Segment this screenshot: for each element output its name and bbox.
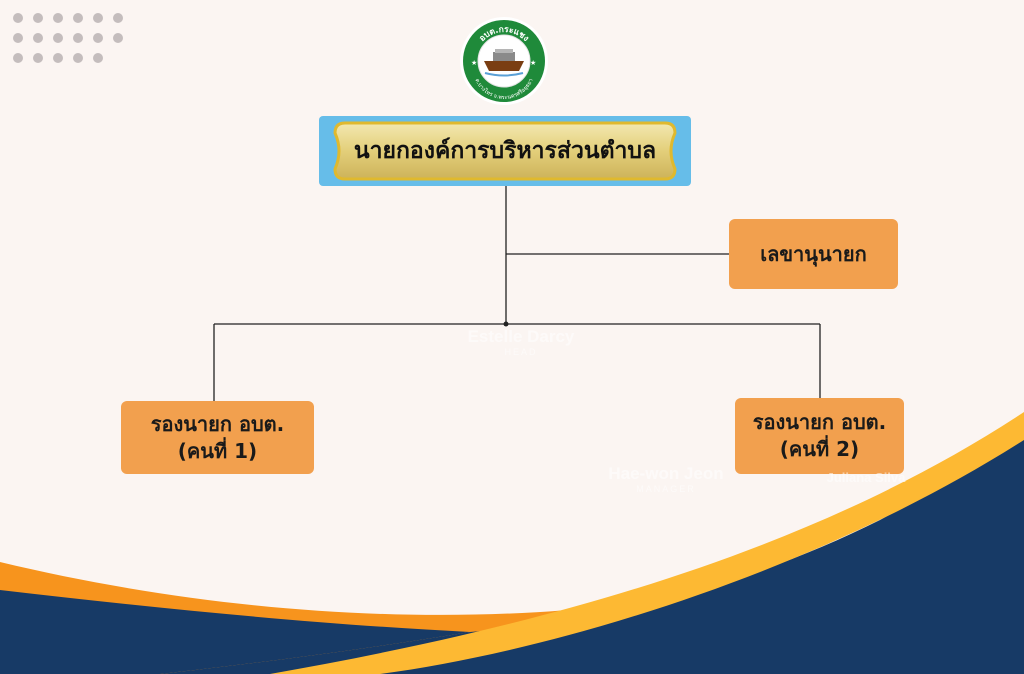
deputy-1-node: รองนายก อบต. (คนที่ 1) <box>121 401 314 474</box>
boat-icon <box>484 49 524 77</box>
watermark-text: Juliana Silva <box>826 470 906 485</box>
navy-wave-left <box>0 590 470 674</box>
dot-grid-decoration <box>13 13 123 63</box>
watermark-name: Hae-won Jeon <box>608 464 724 483</box>
navy-wave-right <box>160 436 1024 674</box>
gold-plaque-frame <box>333 121 677 181</box>
watermark-text: Estelle Darcy HEAD <box>462 327 580 357</box>
deputy-2-node: รองนายก อบต. (คนที่ 2) <box>735 398 904 474</box>
junction-dot <box>503 321 509 327</box>
deputy-1-number: (คนที่ 1) <box>177 438 258 463</box>
watermark-text: Hae-won Jeon MANAGER <box>600 464 732 494</box>
svg-text:★: ★ <box>530 59 536 67</box>
secretary-node: เลขานุนายก <box>729 219 898 289</box>
deputy-1-title: รองนายก อบต. <box>150 411 285 436</box>
watermark-role: HEAD <box>504 347 538 357</box>
watermark-role: MANAGER <box>636 484 696 494</box>
chief-executive-label: นายกองค์การบริหารส่วนตำบล <box>353 138 657 164</box>
chief-executive-node: นายกองค์การบริหารส่วนตำบล <box>319 116 691 186</box>
watermark-name: Juliana Silva <box>826 470 906 485</box>
deputy-2-number: (คนที่ 2) <box>779 437 860 461</box>
secretary-label: เลขานุนายก <box>760 241 867 266</box>
organization-seal-logo: อบต.กระแชง ต.บางไทร จ.พระนครศรีอยุธยา ★ … <box>460 17 548 105</box>
watermark-name: Estelle Darcy <box>467 327 575 346</box>
deputy-2-title: รองนายก อบต. <box>752 410 887 434</box>
svg-text:★: ★ <box>471 59 477 67</box>
